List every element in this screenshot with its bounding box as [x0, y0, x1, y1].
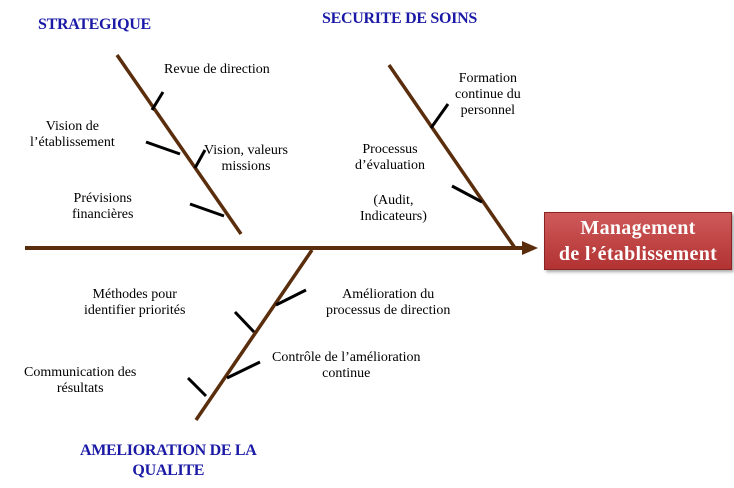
sub-bone-vision-valeurs — [193, 149, 207, 169]
cause-communication-resultats: Communication des résultats — [24, 365, 136, 397]
cause-processus-line-2: d’évaluation — [355, 158, 425, 173]
category-amelioration: AMELIORATION DE LA QUALITE — [80, 441, 257, 481]
sub-bone-communication — [186, 376, 208, 398]
cause-formation-line-2: continue du — [455, 87, 521, 102]
cause-communication-line-2: résultats — [56, 381, 104, 396]
cause-methodes-line-1: Méthodes pour — [92, 287, 177, 302]
cause-formation-line-3: personnel — [460, 103, 516, 118]
effect-line-1: Management — [580, 217, 696, 239]
cause-audit-line-1: (Audit, — [373, 193, 414, 208]
cause-controle-amelioration: Contrôle de l’amélioration continue — [272, 350, 421, 382]
sub-bone-processus — [451, 184, 483, 204]
cause-processus-evaluation: Processus d’évaluation — [355, 142, 425, 174]
cause-audit-indicateurs: (Audit, Indicateurs) — [360, 193, 427, 225]
sub-bone-previsions — [189, 202, 225, 218]
cause-controle-line-1: Contrôle de l’amélioration — [272, 350, 421, 365]
sub-bone-revue — [150, 91, 165, 111]
sub-bone-amelioration-processus — [275, 288, 307, 307]
cause-vision-valeurs: Vision, valeurs missions — [204, 143, 288, 175]
cause-vision-valeurs-line-2: missions — [221, 159, 271, 174]
cause-controle-line-2: continue — [322, 366, 371, 381]
cause-revue-direction: Revue de direction — [164, 62, 270, 77]
spine-arrowhead — [522, 241, 538, 255]
cause-vision-etablissement: Vision de l’établissement — [30, 119, 115, 151]
cause-vision-etablissement-line-1: Vision de — [45, 119, 99, 134]
bone-strategique — [115, 54, 243, 235]
cause-formation-line-1: Formation — [458, 71, 518, 86]
cause-vision-valeurs-line-1: Vision, valeurs — [204, 143, 288, 158]
category-amelioration-line-1: AMELIORATION DE LA — [80, 442, 257, 459]
sub-bone-methodes — [233, 310, 256, 334]
cause-previsions-line-1: Prévisions — [73, 191, 132, 206]
cause-communication-line-1: Communication des — [24, 365, 137, 380]
bone-securite — [387, 64, 517, 249]
sub-bone-controle — [226, 360, 261, 380]
cause-amelioration-processus-line-2: processus de direction — [326, 303, 451, 318]
effect-line-2: de l’établissement — [558, 243, 718, 265]
bone-amelioration — [194, 249, 314, 421]
category-securite: SECURITE DE SOINS — [322, 10, 477, 27]
sub-bone-formation — [429, 103, 450, 129]
cause-previsions-line-2: financières — [72, 207, 134, 222]
cause-amelioration-processus-line-1: Amélioration du — [342, 287, 435, 302]
sub-bone-vision-etab — [145, 140, 181, 156]
cause-amelioration-processus: Amélioration du processus de direction — [326, 287, 450, 319]
cause-previsions-financieres: Prévisions financières — [72, 191, 133, 223]
cause-methodes-priorites: Méthodes pour identifier priorités — [84, 287, 185, 319]
cause-processus-line-1: Processus — [362, 142, 418, 157]
effect-box: Management de l’établissement — [544, 212, 732, 270]
cause-formation-continue: Formation continue du personnel — [455, 71, 521, 119]
category-amelioration-line-2: QUALITE — [132, 462, 205, 479]
cause-audit-line-2: Indicateurs) — [360, 209, 427, 224]
cause-vision-etablissement-line-2: l’établissement — [30, 135, 115, 150]
cause-methodes-line-2: identifier priorités — [84, 303, 186, 318]
category-strategique: STRATEGIQUE — [38, 16, 151, 33]
